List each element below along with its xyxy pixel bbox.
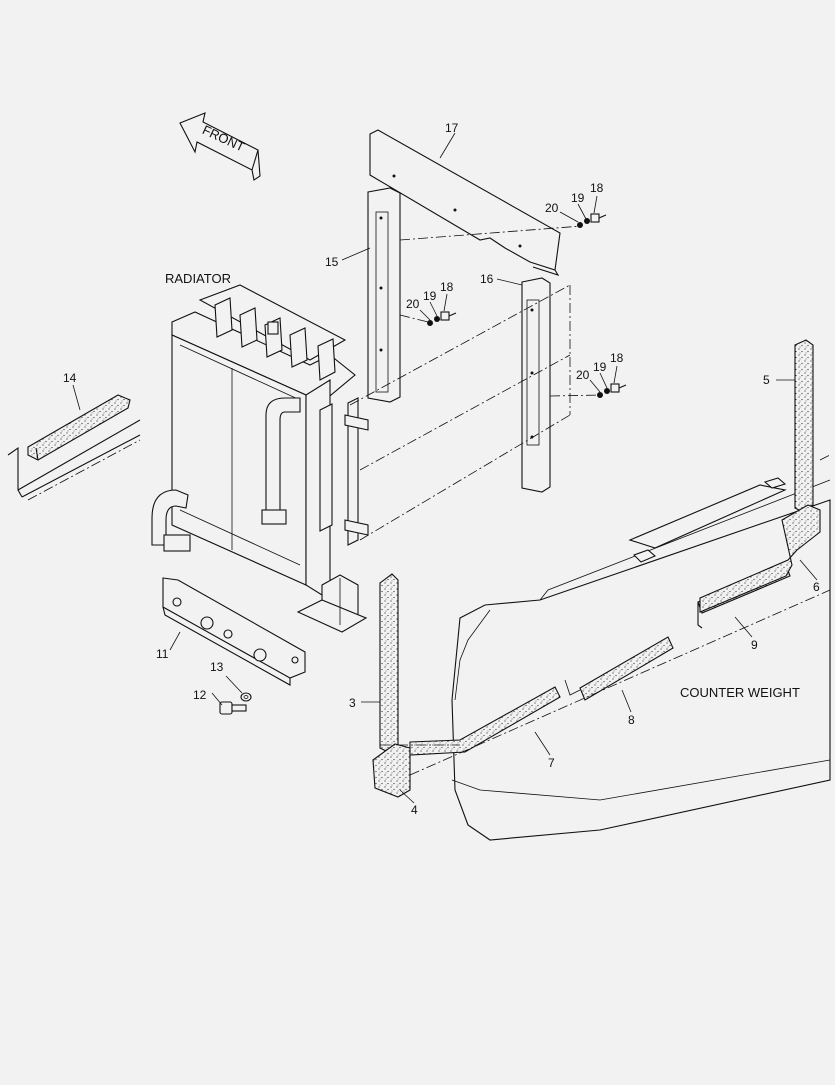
- part-17-top-cover: [369, 129, 561, 276]
- callout-17: 17: [445, 121, 459, 135]
- callout-8: 8: [628, 713, 635, 727]
- callout-6: 6: [813, 580, 820, 594]
- leader-lines: [72, 132, 818, 804]
- front-arrow: FRONT: [179, 112, 261, 181]
- bolt-set-c: [597, 383, 627, 398]
- callout-12: 12: [193, 688, 207, 702]
- callout-15: 15: [325, 255, 339, 269]
- callout-19-c: 19: [593, 360, 607, 374]
- callout-18-c: 18: [610, 351, 624, 365]
- part-16-seal: [521, 277, 551, 493]
- callout-16: 16: [480, 272, 494, 286]
- callout-11: 11: [156, 647, 169, 661]
- callout-7: 7: [548, 756, 555, 770]
- callout-20-c: 20: [576, 368, 590, 382]
- part-3-foam-pad: [379, 573, 399, 753]
- bolt-set-a: [577, 213, 607, 228]
- part-7-foam-strip: [409, 686, 561, 756]
- part-11-bracket: [162, 577, 306, 686]
- callouts: 17 15 16 14 5 6 9 8 7 4 3 11 12 13 20 19…: [63, 121, 820, 817]
- callout-3: 3: [349, 696, 356, 710]
- callout-18-b: 18: [440, 280, 454, 294]
- callout-5: 5: [763, 373, 770, 387]
- radiator-label: RADIATOR: [165, 271, 231, 286]
- callout-20-a: 20: [545, 201, 559, 215]
- callout-18-a: 18: [590, 181, 604, 195]
- callout-4: 4: [411, 803, 418, 817]
- callout-14: 14: [63, 371, 77, 385]
- assembly-lines: [27, 225, 831, 776]
- counter-weight-label: COUNTER WEIGHT: [680, 685, 800, 700]
- part-8-foam-strip: [579, 636, 674, 701]
- radiator: [151, 284, 369, 633]
- part-14-strip: [7, 394, 141, 498]
- callout-19-a: 19: [571, 191, 585, 205]
- part-6-foam-block: [699, 504, 821, 613]
- callout-19-b: 19: [423, 289, 437, 303]
- part-12-13-bolt-washer: [219, 692, 252, 715]
- part-4-foam-block: [372, 743, 411, 798]
- part-15-seal: [367, 187, 401, 403]
- part-5-foam-pad: [794, 339, 814, 513]
- bolt-set-b: [427, 311, 457, 326]
- callout-9: 9: [751, 638, 758, 652]
- callout-20-b: 20: [406, 297, 420, 311]
- callout-13: 13: [210, 660, 224, 674]
